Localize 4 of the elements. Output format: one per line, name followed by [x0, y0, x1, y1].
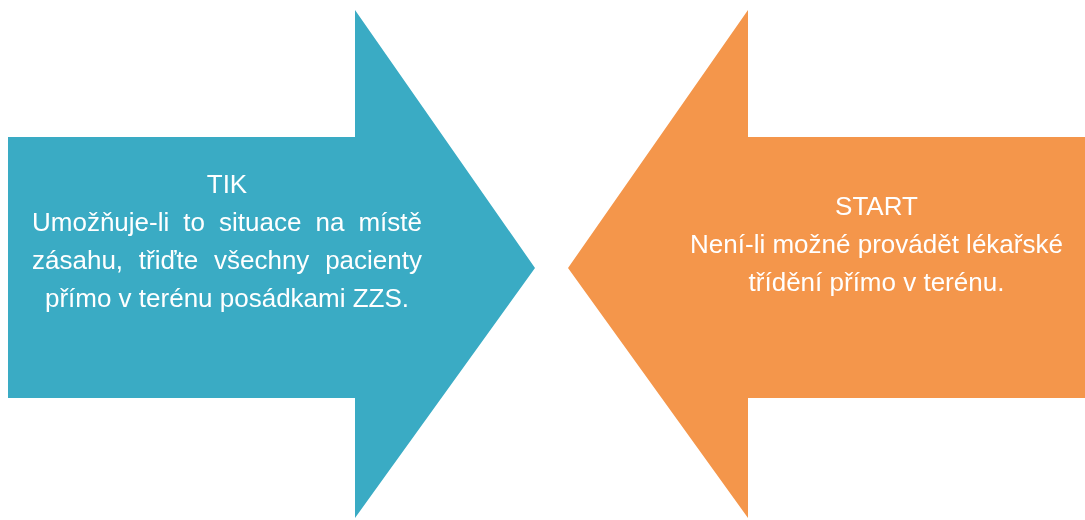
arrow-body-text: Není-li možné provádět lékařské třídění přímo v terénu.	[689, 228, 1064, 299]
arrow-heading: START	[834, 190, 919, 223]
arrow-body-text: Umožňuje-li to situace na místě zásahu, třiďte všechny pacienty přímo v terénu posádkami ZZS.	[32, 206, 422, 315]
arrow-heading: TIK	[205, 168, 249, 201]
